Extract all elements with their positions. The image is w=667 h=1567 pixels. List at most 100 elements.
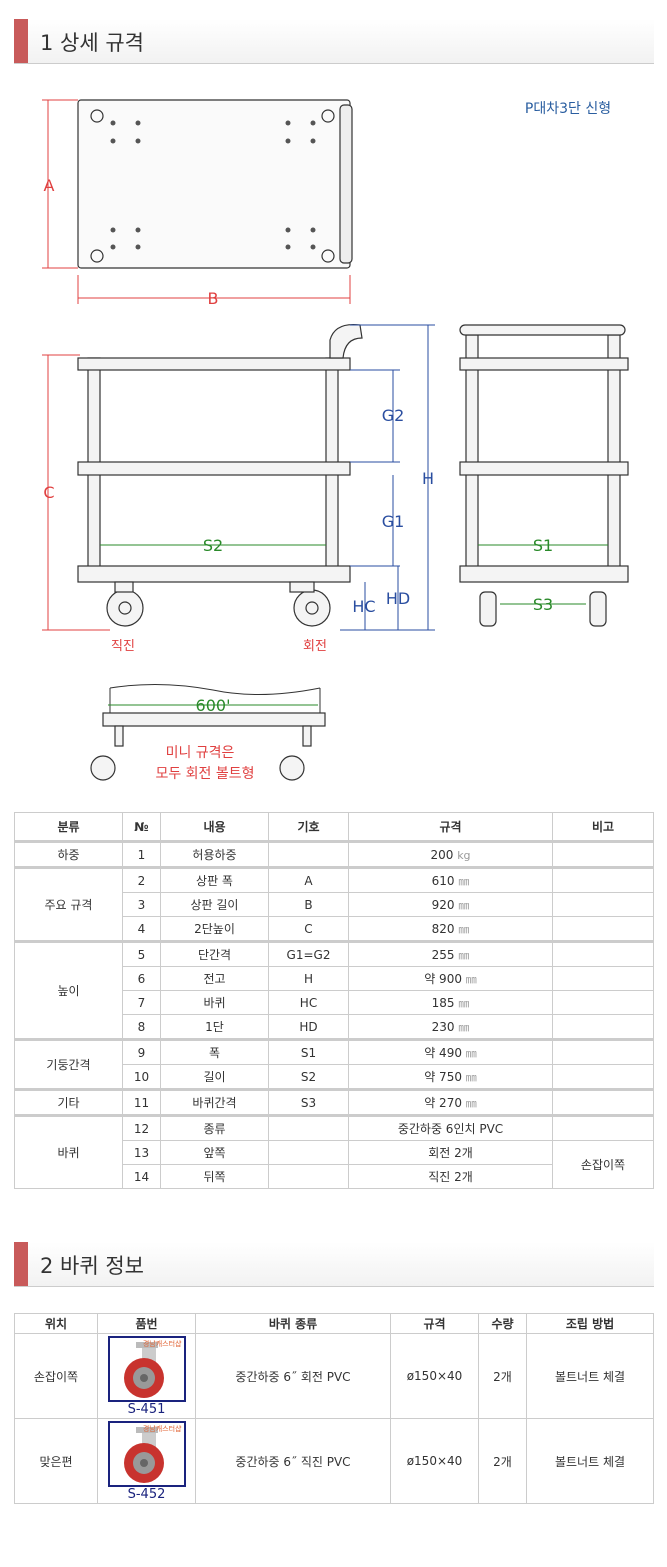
dim-label-s2: S2 <box>203 536 223 555</box>
category-cell: 하중 <box>14 840 123 868</box>
note-cell <box>552 892 654 917</box>
symbol-cell <box>268 1114 349 1141</box>
dim-label-s1: S1 <box>533 536 553 555</box>
category-cell: 높이 <box>14 940 123 1040</box>
item-cell: 단간격 <box>160 940 269 967</box>
part-code[interactable]: S-451 <box>127 1401 166 1417</box>
unit-text: ㎜ <box>458 898 470 912</box>
column-header: 수량 <box>478 1313 527 1334</box>
item-cell: 상판 폭 <box>160 866 269 893</box>
value-text: 200 <box>430 847 454 862</box>
category-cell: 기타 <box>14 1088 123 1116</box>
value-text: 약 900 <box>424 972 462 986</box>
item-cell: 1단 <box>160 1014 269 1040</box>
dim-label-b: B <box>208 289 219 308</box>
column-header: 조립 방법 <box>526 1313 654 1334</box>
symbol-cell: S1 <box>268 1038 349 1065</box>
column-header: 규격 <box>390 1313 479 1334</box>
value-cell: 약 750 ㎜ <box>348 1064 553 1090</box>
category-cell: 주요 규격 <box>14 866 123 942</box>
unit-text: ㎜ <box>458 874 470 888</box>
no-cell: 10 <box>122 1064 161 1090</box>
value-text: 약 270 <box>424 1096 462 1110</box>
part-code[interactable]: S-452 <box>127 1486 166 1502</box>
value-text: 610 <box>431 873 455 888</box>
unit-text: ㎜ <box>465 1071 477 1084</box>
dim-label-c: C <box>43 483 54 502</box>
dim-label-hd: HD <box>386 589 410 608</box>
value-cell: 255 ㎜ <box>348 940 553 967</box>
note-cell: 손잡이쪽 <box>552 1140 654 1189</box>
item-cell: 길이 <box>160 1064 269 1090</box>
symbol-cell: C <box>268 916 349 942</box>
dim-label-a: A <box>44 176 55 195</box>
item-cell: 허용하중 <box>160 840 269 868</box>
value-cell: 회전 2개 <box>348 1140 553 1165</box>
model-label: P대차3단 신형 <box>525 101 611 117</box>
column-header: 내용 <box>160 812 269 843</box>
unit-text: ㎜ <box>465 1047 477 1060</box>
note-cell <box>552 1014 654 1040</box>
value-cell: 약 490 ㎜ <box>348 1038 553 1065</box>
value-cell: 200 kg <box>348 840 553 868</box>
caster-image: 경남캐스터샵 <box>107 1420 186 1487</box>
value-text: 약 490 <box>424 1046 462 1060</box>
section-title: 1 상세 규격 <box>40 31 144 55</box>
section-marker <box>14 19 28 63</box>
unit-text: ㎜ <box>458 996 470 1010</box>
value-text: 중간하중 6인치 PVC <box>397 1122 504 1136</box>
note-cell <box>552 1038 654 1065</box>
value-cell: 중간하중 6인치 PVC <box>348 1114 553 1141</box>
symbol-cell <box>268 1164 349 1189</box>
value-text: 820 <box>431 921 455 936</box>
column-header: 위치 <box>14 1313 98 1334</box>
category-cell: 바퀴 <box>14 1114 123 1189</box>
unit-text: ㎜ <box>465 973 477 986</box>
cart-diagram: ​ A B C G2 G1 H HC HD S2 S1 S3 600' 직진 회… <box>42 99 629 782</box>
symbol-cell: H <box>268 966 349 991</box>
size-cell: ø150×40 <box>390 1418 479 1504</box>
value-text: 255 <box>431 947 455 962</box>
column-header: 기호 <box>268 812 349 843</box>
item-cell: 상판 길이 <box>160 892 269 917</box>
no-cell: 3 <box>122 892 161 917</box>
type-cell: 중간하중 6˝ 회전 PVC <box>195 1333 391 1419</box>
item-cell: 전고 <box>160 966 269 991</box>
note-cell <box>552 990 654 1015</box>
assembly-cell: 볼트너트 체결 <box>526 1333 654 1419</box>
dim-label-hc: HC <box>352 597 375 616</box>
note-cell <box>552 940 654 967</box>
dim-label-h: H <box>422 469 434 488</box>
caster-image: 경남캐스터샵 <box>107 1335 186 1402</box>
value-cell: 230 ㎜ <box>348 1014 553 1040</box>
unit-text: ㎜ <box>458 922 470 936</box>
no-cell: 13 <box>122 1140 161 1165</box>
note-cell <box>552 1088 654 1116</box>
unit-text: ㎜ <box>458 1020 470 1034</box>
section-header-specs: 1 상세 규격 <box>14 19 654 64</box>
column-header: 규격 <box>348 812 553 843</box>
symbol-cell: S2 <box>268 1064 349 1090</box>
fixed-wheel-label: 직진 <box>111 639 135 654</box>
no-cell: 1 <box>122 840 161 868</box>
dim-label-s3: S3 <box>533 595 553 614</box>
dim-label-g2: G2 <box>382 406 405 425</box>
dim-label-g1: G1 <box>382 512 405 531</box>
note-cell <box>552 866 654 893</box>
item-cell: 바퀴 <box>160 990 269 1015</box>
symbol-cell: A <box>268 866 349 893</box>
item-cell: 뒤쪽 <box>160 1164 269 1189</box>
value-cell: 약 270 ㎜ <box>348 1088 553 1116</box>
no-cell: 5 <box>122 940 161 967</box>
no-cell: 6 <box>122 966 161 991</box>
assembly-cell: 볼트너트 체결 <box>526 1418 654 1504</box>
symbol-cell: S3 <box>268 1088 349 1116</box>
note-cell <box>552 840 654 868</box>
note-cell <box>552 1114 654 1141</box>
